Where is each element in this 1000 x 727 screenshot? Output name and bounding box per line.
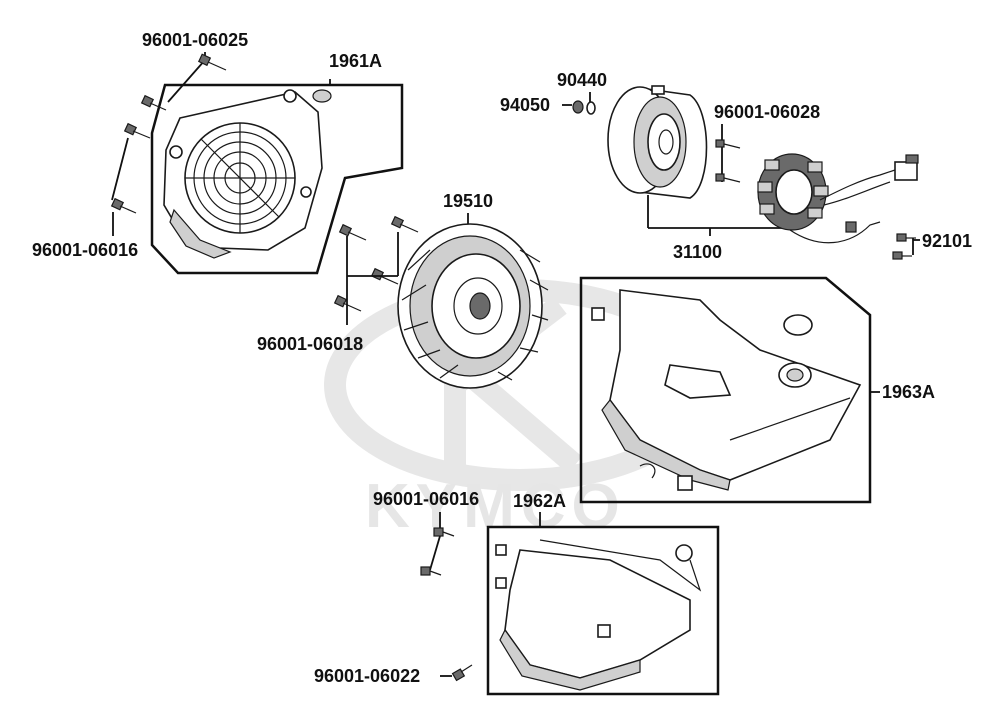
fan-bolts-icon: 96001-06018: [257, 215, 419, 354]
label-19510: 19510: [443, 191, 493, 211]
screws-92101-icon: 92101: [892, 231, 972, 260]
bolt-96001-06025-icon: 96001-06025: [140, 30, 248, 111]
fan-cover-group: 1961A 96001-06025: [32, 30, 404, 275]
washer-icon: [586, 101, 596, 115]
label-90440: 90440: [557, 70, 607, 90]
label-92101: 92101: [922, 231, 972, 251]
label-96001-06016-middle: 96001-06016: [373, 489, 479, 509]
fan-cover-frame: [150, 83, 404, 275]
upper-shroud-frame: [579, 276, 872, 504]
watermark-text: KYMCO: [365, 472, 626, 541]
label-96001-06028: 96001-06028: [714, 102, 820, 122]
label-1962A: 1962A: [513, 491, 566, 511]
cooling-fan-part: [397, 223, 549, 389]
bolt-96001-06022-icon: [451, 664, 473, 682]
nut-icon: [572, 100, 584, 114]
label-96001-06016-left: 96001-06016: [32, 240, 138, 260]
stator-part: [757, 153, 919, 244]
bolt-96001-06016-pair-icon: 96001-06016: [32, 122, 151, 260]
label-96001-06022: 96001-06022: [314, 666, 420, 686]
lower-shroud-part: [495, 539, 702, 691]
flywheel-stator-group: 90440 94050 31100 96001-06028: [500, 70, 972, 262]
label-1961A: 1961A: [329, 51, 382, 71]
label-1963A: 1963A: [882, 382, 935, 402]
lower-shroud-group: 96001-06016 1962A 96001-06022: [314, 489, 720, 696]
label-96001-06025: 96001-06025: [142, 30, 248, 50]
flywheel-part: [607, 85, 708, 199]
label-31100: 31100: [673, 242, 722, 262]
upper-shroud-group: 1963A: [579, 276, 935, 504]
cooling-fan-group: 19510: [257, 191, 549, 389]
label-94050: 94050: [500, 95, 550, 115]
label-96001-06018: 96001-06018: [257, 334, 363, 354]
lower-shroud-frame: [486, 525, 720, 696]
fan-cover-part: [163, 89, 332, 259]
upper-shroud-part: [591, 289, 862, 491]
